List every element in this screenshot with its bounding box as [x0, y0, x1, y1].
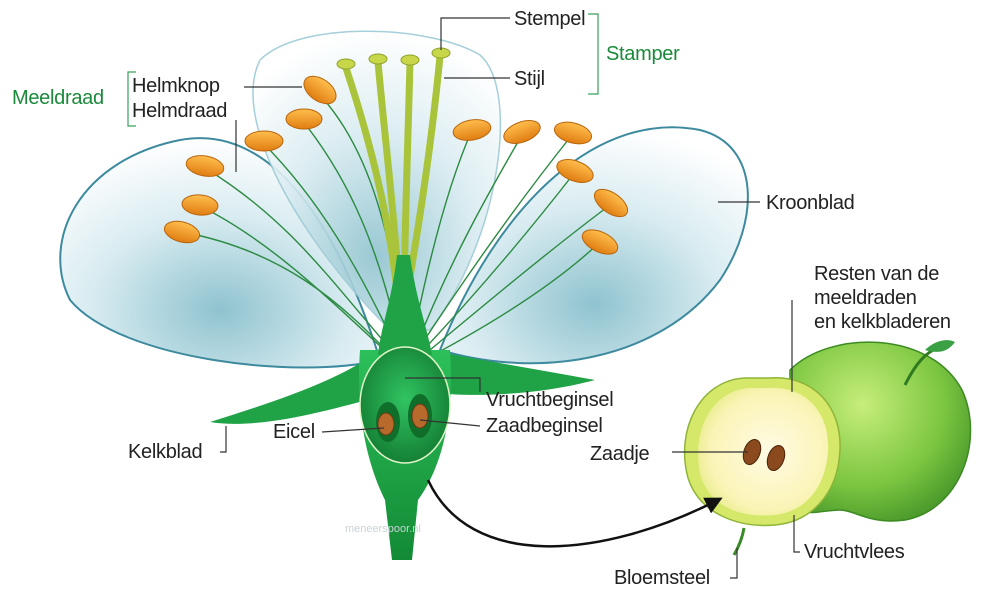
- apple: [683, 340, 972, 556]
- anther: [163, 220, 201, 244]
- label-stijl: Stijl: [514, 68, 545, 90]
- anther: [593, 188, 629, 218]
- apple-stalk: [732, 527, 746, 556]
- label-kelkblad: Kelkblad: [128, 441, 202, 463]
- stamper-bracket: [588, 13, 599, 95]
- filaments: [181, 94, 611, 363]
- leader-lines: [220, 17, 800, 579]
- stigma: [400, 54, 420, 66]
- meeldraad-bracket: [127, 71, 136, 127]
- label-meeldraad: Meeldraad: [12, 87, 104, 109]
- anther: [185, 155, 225, 177]
- ovary-group: [359, 255, 451, 560]
- label-resten-1: Resten van de: [814, 263, 939, 285]
- label-helmknop: Helmknop: [132, 75, 220, 97]
- anther: [181, 194, 219, 216]
- label-stamper: Stamper: [606, 43, 680, 65]
- anther: [285, 108, 323, 130]
- apple-seed: [742, 438, 762, 466]
- anther: [244, 130, 284, 152]
- apple-flesh: [698, 387, 829, 516]
- label-stempel: Stempel: [514, 8, 585, 30]
- transition-arrow: [426, 479, 723, 548]
- anther: [452, 119, 492, 141]
- label-zaadbeginsel: Zaadbeginsel: [486, 415, 603, 437]
- ovary: [359, 346, 451, 464]
- anther: [503, 120, 541, 144]
- sepal-left: [210, 350, 385, 424]
- label-bloemsteel: Bloemsteel: [614, 567, 710, 589]
- stigmas: [336, 47, 451, 70]
- sepal-right: [428, 350, 595, 395]
- label-resten-3: en kelkbladeren: [814, 311, 951, 333]
- anthers: [163, 75, 629, 255]
- anther: [556, 159, 594, 183]
- label-resten-2: meeldraden: [814, 287, 917, 309]
- label-helmdraad: Helmdraad: [132, 100, 227, 122]
- anther: [581, 229, 619, 255]
- anther: [553, 121, 593, 145]
- label-kroonblad: Kroonblad: [766, 192, 854, 214]
- label-vruchtvlees: Vruchtvlees: [804, 541, 905, 563]
- style-base: [378, 255, 432, 355]
- label-eicel: Eicel: [273, 421, 315, 443]
- sepals: [210, 350, 595, 424]
- ovule: [411, 403, 429, 429]
- ovule: [377, 412, 395, 436]
- anther: [303, 75, 337, 105]
- stigma: [368, 53, 388, 65]
- stigma: [336, 58, 356, 70]
- apple-seed: [766, 444, 786, 472]
- label-zaadje: Zaadje: [590, 443, 650, 465]
- label-vruchtbeginsel: Vruchtbeginsel: [486, 389, 613, 411]
- watermark: meneerspoor.nl: [345, 523, 421, 535]
- apple-leaf: [925, 340, 955, 352]
